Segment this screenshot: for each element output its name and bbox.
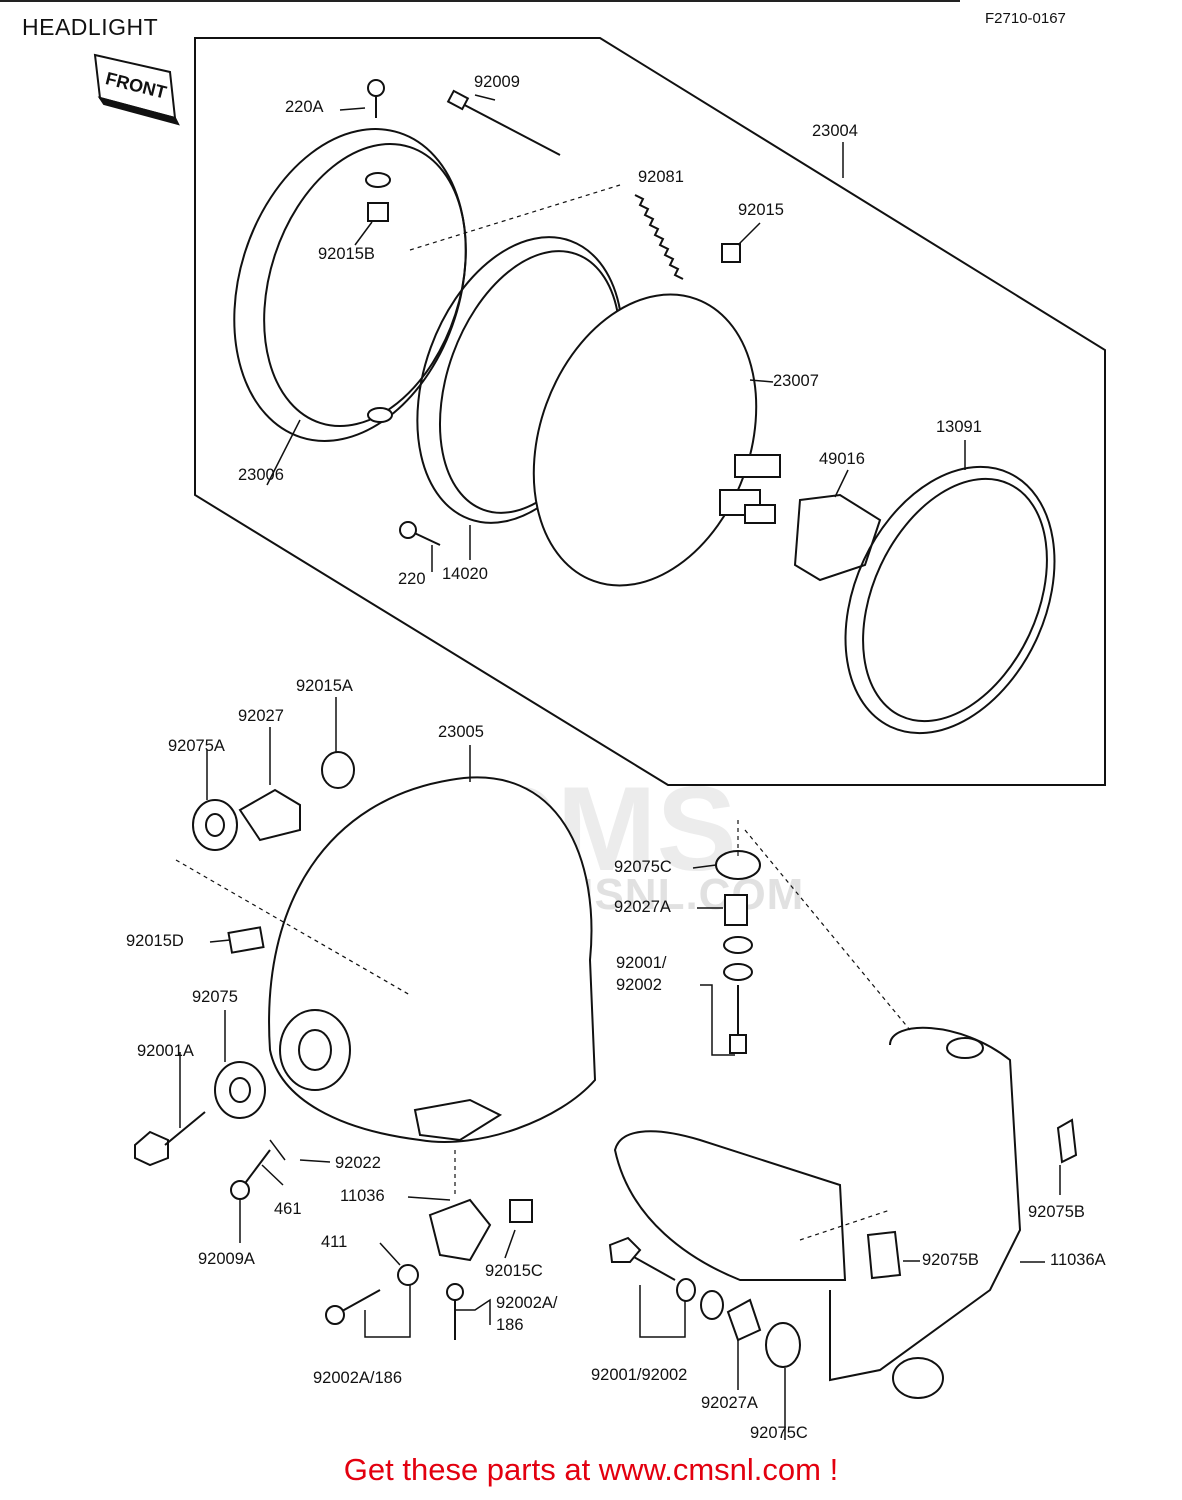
callout-92027A-b: 92027A (701, 1394, 758, 1412)
callout-220: 220 (398, 570, 426, 588)
front-badge: FRONT (93, 53, 180, 126)
page-title: HEADLIGHT (22, 14, 159, 40)
bracket-plate (613, 1130, 847, 1281)
callout-92075: 92075 (192, 988, 238, 1006)
callout-23005: 23005 (438, 723, 484, 741)
sealed-beam-23007 (532, 293, 781, 587)
callout-14020: 14020 (442, 565, 488, 583)
callout-92075C-a: 92075C (614, 858, 672, 876)
cmsnl-footer-link[interactable]: Get these parts at www.cmsnl.com ! (343, 1452, 839, 1487)
callout-92002A-186-a: 92002A/ 186 (496, 1294, 558, 1334)
callout-92009A: 92009A (198, 1250, 255, 1268)
washer-411 (397, 1264, 419, 1286)
screw-92009 (454, 99, 561, 156)
nut-92015A (321, 751, 355, 789)
callout-461: 461 (274, 1200, 302, 1218)
callout-92001-92002-b: 92001/92002 (591, 1366, 688, 1384)
plate-92075B-b (866, 1230, 902, 1280)
callout-92081: 92081 (638, 168, 684, 186)
diagram-code: F2710-0167 (985, 10, 1066, 27)
callout-220A: 220A (285, 98, 324, 116)
plate-92015D (227, 926, 265, 954)
grommet-92075C-b (765, 1322, 801, 1368)
plate-92075B-a (1056, 1118, 1078, 1164)
callout-13091: 13091 (936, 418, 982, 436)
assembly-box (194, 37, 1106, 786)
callout-92001-92002-a: 92001/ 92002 (616, 954, 667, 994)
callout-92009: 92009 (474, 73, 520, 91)
bracket-11036 (428, 1198, 492, 1262)
callout-92001A: 92001A (137, 1042, 194, 1060)
callout-23004: 23004 (812, 122, 858, 140)
callout-92075C-b: 92075C (750, 1424, 808, 1442)
callout-11036A: 11036A (1050, 1251, 1106, 1269)
callout-92027: 92027 (238, 707, 284, 725)
bolt-92001A (134, 1130, 169, 1167)
callout-92022: 92022 (335, 1154, 381, 1172)
callout-411: 411 (321, 1233, 348, 1251)
callout-92075A: 92075A (168, 737, 225, 755)
grommet-92075 (214, 1061, 266, 1119)
spring-92081 (634, 194, 684, 280)
collar-92027A-a (724, 894, 748, 926)
callout-92015: 92015 (738, 201, 784, 219)
collar-92027A-b (726, 1298, 762, 1342)
collar-92027 (238, 788, 301, 842)
callout-11036: 11036 (340, 1187, 385, 1205)
nut-92015C (509, 1199, 533, 1223)
callout-92015C: 92015C (485, 1262, 543, 1280)
socket-boot-49016 (793, 493, 882, 582)
callout-92002A-186-b: 92002A/186 (313, 1369, 403, 1387)
callout-92015A: 92015A (296, 677, 353, 695)
callout-92075B-b: 92075B (922, 1251, 979, 1269)
callout-49016: 49016 (819, 450, 865, 468)
callout-23007: 23007 (773, 372, 819, 390)
callout-92075B-a: 92075B (1028, 1203, 1085, 1221)
callout-92015D: 92015D (126, 932, 184, 950)
headlight-rim-23006 (233, 128, 467, 442)
top-rule (0, 0, 960, 2)
grommet-92075A (192, 799, 238, 851)
callout-92015B: 92015B (318, 245, 375, 263)
mounting-ring-13091 (844, 465, 1056, 735)
nut-92015 (721, 243, 741, 263)
headlight-housing-23005 (268, 776, 597, 1143)
callout-23006: 23006 (238, 466, 284, 484)
nut-92015B (367, 202, 389, 222)
stay-11036A (829, 1026, 1022, 1382)
callout-92027A-a: 92027A (614, 898, 671, 916)
